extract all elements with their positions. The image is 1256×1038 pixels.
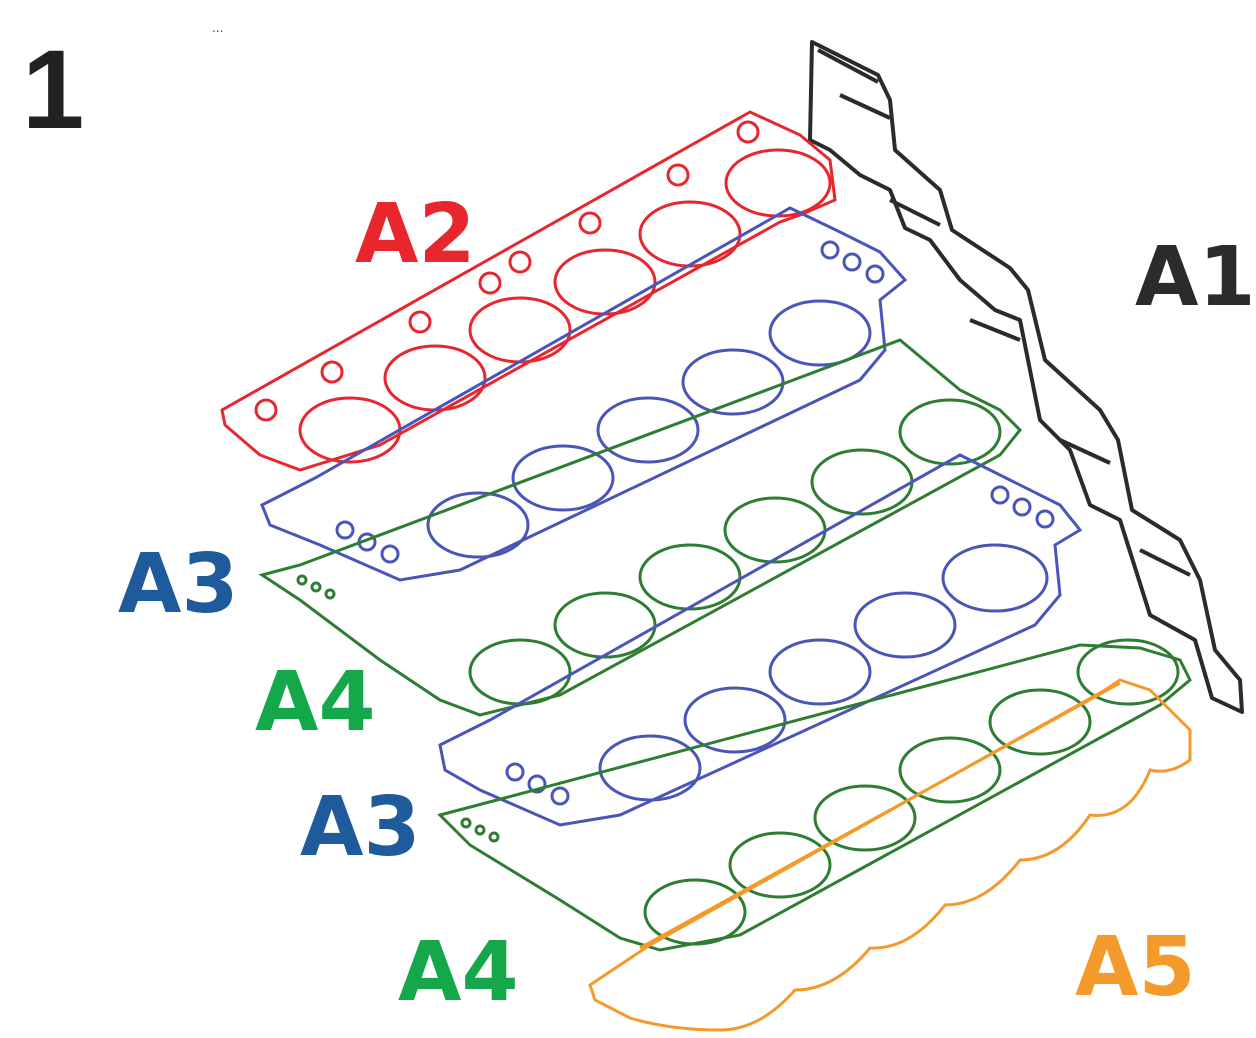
label-a5: A5 — [1075, 920, 1196, 1015]
label-a3-top: A3 — [118, 537, 239, 632]
label-a1: A1 — [1135, 230, 1256, 325]
label-a4-top: A4 — [255, 655, 376, 750]
part-a3-bottom-plate — [438, 453, 1083, 827]
part-a5-plate — [588, 678, 1192, 1032]
label-a3-bottom: A3 — [300, 780, 421, 875]
part-a3-top-plate — [260, 206, 908, 582]
part-a4-bottom-plate — [437, 638, 1192, 952]
part-a2-plate — [220, 110, 837, 472]
part-a4-top-plate — [258, 338, 1023, 717]
step-number: 1 — [22, 27, 84, 152]
part-a1-bracket — [808, 40, 1244, 714]
step-mark: ... — [212, 21, 223, 35]
label-a2: A2 — [355, 187, 476, 282]
label-a4-bottom: A4 — [398, 925, 519, 1020]
